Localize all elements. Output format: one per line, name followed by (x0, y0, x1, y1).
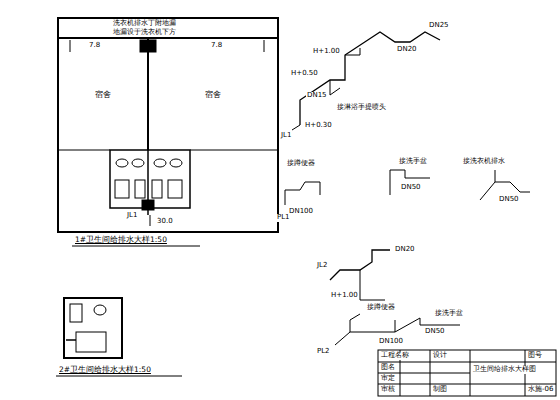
pipe-annotation: 设计 (432, 352, 448, 360)
pipe-annotation: 接淋浴手提喷头 (336, 104, 387, 112)
pipe-annotation: 7.8 (88, 42, 101, 50)
pipe-annotation: DN50 (424, 328, 446, 336)
pipe-annotation: PL2 (316, 348, 331, 356)
room-label: 宿舍 (150, 40, 276, 148)
pipe-annotation: H+0.50 (290, 70, 319, 78)
pipe-annotation: DN20 (396, 46, 418, 54)
room-label: 宿舍 (60, 40, 146, 148)
pipe-annotation: DN100 (378, 338, 404, 346)
pipe-annotation: 接洗衣机排水 (462, 158, 506, 166)
pipe-annotation: 接蹲便器 (366, 304, 396, 312)
pipe-annotation: 审核 (380, 386, 396, 394)
pipe-annotation: DN15 (306, 92, 328, 100)
pipe-annotation: 审定 (380, 375, 396, 383)
pipe-annotation: H+0.30 (304, 122, 333, 130)
pipe-annotation: DN50 (498, 196, 520, 204)
pipe-annotation: JL2 (316, 262, 328, 270)
pipe-annotation: PL1 (276, 214, 291, 222)
pipe-annotation: 水施-06 (527, 386, 554, 394)
drawing-caption: 2#卫生间给排水大样1:50 (58, 366, 152, 374)
pipe-annotation: JL1 (280, 132, 292, 140)
pipe-annotation: 洗衣机排水丁附地漏 (112, 20, 177, 28)
pipe-annotation: 工程名称 (380, 352, 410, 360)
pipe-annotation: DN20 (394, 246, 416, 254)
pipe-annotation: 图号 (527, 352, 543, 360)
room-name: 宿舍 (94, 89, 112, 100)
drawing-caption: 1#卫生间给排水大样1:50 (74, 236, 168, 244)
room-name: 宿舍 (204, 89, 222, 100)
pipe-annotation: H+1.00 (312, 48, 341, 56)
pipe-annotation: H+1.00 (330, 292, 359, 300)
pipe-annotation: DN50 (400, 184, 422, 192)
pipe-annotation: 接洗手盆 (434, 310, 464, 318)
pipe-annotation: DN25 (428, 22, 450, 30)
pipe-annotation: 7.8 (210, 42, 223, 50)
pipe-annotation: DN100 (288, 208, 314, 216)
pipe-annotation: JL1 (126, 212, 138, 220)
pipe-annotation: 图名 (380, 364, 396, 372)
pipe-annotation: 接洗手盆 (398, 158, 428, 166)
pipe-annotation: 制图 (432, 386, 448, 394)
pipe-annotation: 接蹲便器 (286, 160, 316, 168)
pipe-annotation: 30.0 (156, 218, 174, 226)
pipe-annotation: 地漏设于洗衣机下方 (112, 29, 177, 37)
pipe-annotation: 卫生间给排水大样图 (472, 366, 537, 374)
